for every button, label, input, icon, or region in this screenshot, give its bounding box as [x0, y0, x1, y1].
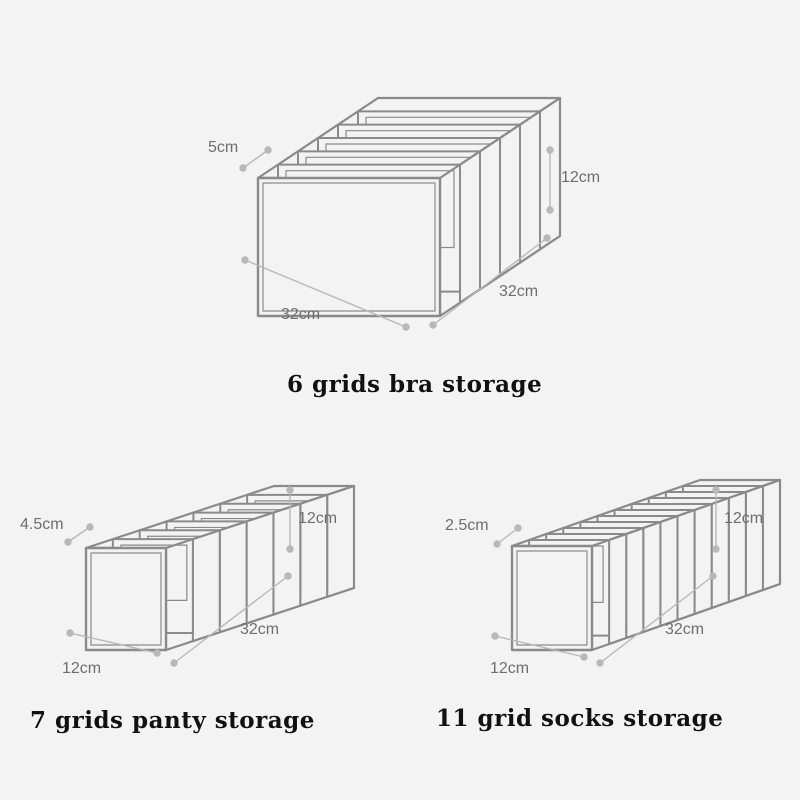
panty-divider-side-2 — [218, 520, 248, 634]
panty-divider-side-4 — [272, 502, 302, 616]
bra-length-label: 32cm — [499, 283, 538, 300]
bra-dimension-lines — [239, 146, 554, 331]
bra-divider-side-1 — [459, 150, 481, 304]
bra-box-front — [256, 176, 442, 318]
panty-title: 7 grids panty storage — [30, 707, 315, 734]
socks-divider-side-8 — [727, 491, 747, 603]
socks-box-front — [510, 544, 594, 652]
panty-height-label: 12cm — [298, 510, 337, 527]
bra-title: 6 grids bra storage — [287, 371, 542, 398]
panty-box-front-inset — [90, 552, 162, 646]
organizer-bra: 5cm 12cm 32cm 32cm 6 grids bra storage — [208, 96, 600, 398]
socks-front-width-label: 12cm — [490, 660, 529, 677]
panty-length-label: 32cm — [240, 621, 279, 638]
bra-divider-side-2 — [479, 137, 501, 291]
bra-grid-width-label: 5cm — [208, 139, 238, 156]
socks-divider-side-2 — [625, 527, 645, 639]
panty-front-width-label: 12cm — [62, 660, 101, 677]
socks-divider-side-3 — [642, 521, 662, 633]
socks-divider-side-5 — [676, 509, 696, 621]
organizer-socks: 2.5cm 12cm 12cm 32cm 11 grid socks stora… — [436, 478, 782, 732]
socks-height-label: 12cm — [724, 510, 763, 527]
socks-divider-side-1 — [608, 533, 628, 645]
socks-length-label: 32cm — [665, 621, 704, 638]
socks-grid-width-label: 2.5cm — [445, 517, 489, 534]
socks-box-front-inset — [516, 550, 588, 646]
panty-divider-side-3 — [245, 511, 275, 625]
panty-divider-side-6 — [326, 485, 355, 598]
bra-front-width-label: 32cm — [281, 306, 320, 323]
panty-grid-width-label: 4.5cm — [20, 516, 64, 533]
bra-divider-side-4 — [519, 110, 541, 264]
socks-divider-side-10 — [761, 479, 781, 591]
organizer-panty: 4.5cm 12cm 12cm 32cm 7 grids panty stora… — [20, 484, 356, 734]
socks-title: 11 grid socks storage — [436, 705, 723, 732]
bra-box-front-inset — [262, 182, 436, 312]
panty-box-drawing — [84, 484, 356, 652]
panty-divider-side-1 — [191, 529, 221, 643]
panty-dimension-lines — [64, 486, 294, 667]
panty-box-front — [84, 546, 168, 652]
socks-divider-side-6 — [693, 503, 713, 615]
bra-height-label: 12cm — [561, 169, 600, 186]
socks-dimension-lines — [491, 486, 720, 667]
socks-divider-side-9 — [744, 485, 764, 597]
socks-box-drawing — [510, 478, 782, 652]
bra-divider-side-3 — [499, 123, 521, 277]
